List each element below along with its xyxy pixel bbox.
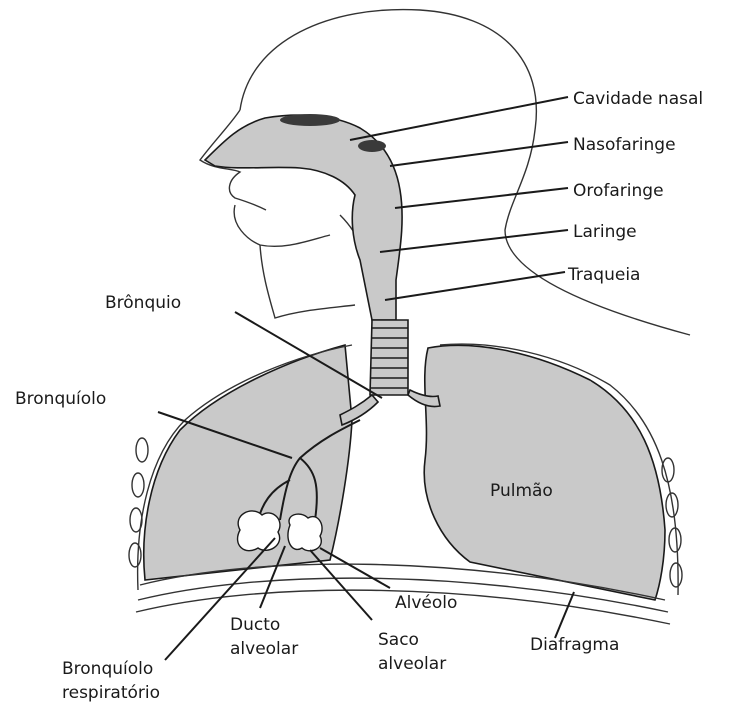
label-bronquiolo: Bronquíolo	[15, 389, 106, 409]
label-laringe: Laringe	[573, 222, 637, 242]
label-pulmao: Pulmão	[490, 481, 553, 501]
label-saco-alveolar-line1: Saco	[378, 630, 419, 650]
label-ducto-alveolar-line1: Ducto	[230, 615, 280, 635]
label-bronquio: Brônquio	[105, 293, 181, 313]
label-traqueia: Traqueia	[567, 265, 640, 285]
right-lung	[424, 344, 678, 600]
left-lung	[138, 345, 352, 590]
trachea	[370, 320, 408, 395]
label-nasofaringe: Nasofaringe	[573, 135, 676, 155]
nasal-dark-region	[280, 114, 340, 126]
label-bronquiolo-respiratorio-line1: Bronquíolo	[62, 659, 153, 679]
label-bronquiolo-respiratorio-line2: respiratório	[62, 683, 160, 703]
head-outline	[200, 10, 690, 335]
label-cavidade-nasal: Cavidade nasal	[573, 89, 703, 109]
label-ducto-alveolar-line2: alveolar	[230, 639, 298, 659]
label-alveolo: Alvéolo	[395, 593, 457, 613]
nasopharynx-dark-region	[358, 140, 386, 152]
label-orofaringe: Orofaringe	[573, 181, 664, 201]
label-diafragma: Diafragma	[530, 635, 619, 655]
label-saco-alveolar-line2: alveolar	[378, 654, 446, 674]
